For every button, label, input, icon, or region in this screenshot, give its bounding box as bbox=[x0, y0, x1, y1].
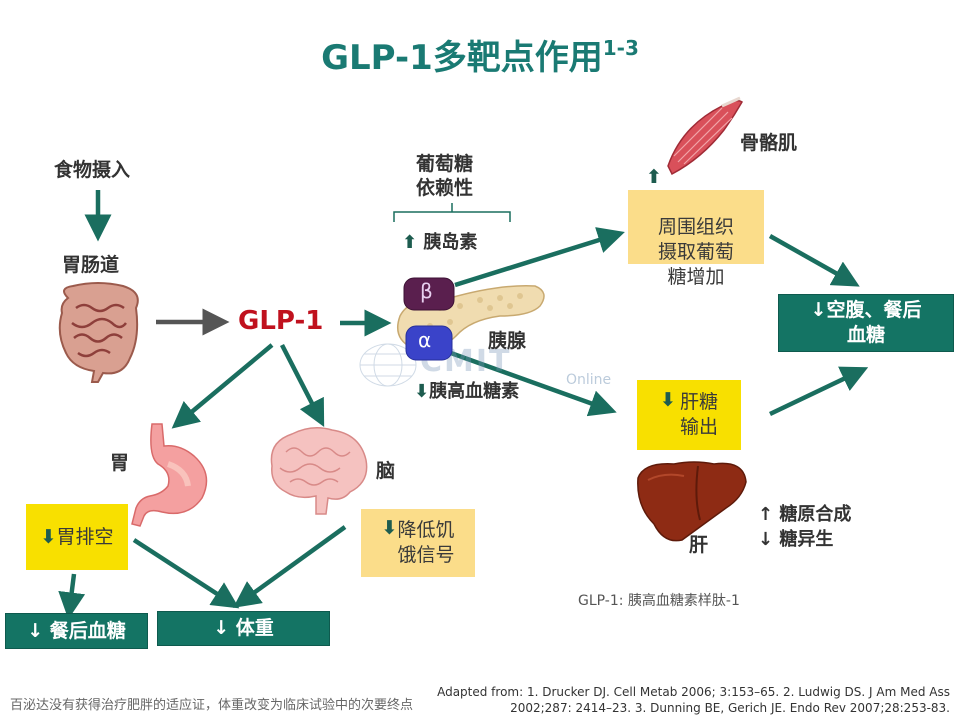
label-glycogen: 糖原合成 bbox=[779, 504, 852, 525]
peripheral-uptake-text: 周围组织 摄取葡萄 糖增加 bbox=[657, 215, 734, 288]
appetite-signal-text: 降低饥 饿信号 bbox=[397, 519, 455, 566]
label-beta-cell: β bbox=[420, 279, 433, 303]
down-arrow-icon: ⬇ bbox=[381, 517, 398, 539]
glycogen-row: ↑ 糖原合成 bbox=[758, 500, 851, 526]
label-glp1: GLP-1 bbox=[238, 306, 324, 336]
muscle-icon bbox=[667, 96, 743, 176]
label-food-intake: 食物摄入 bbox=[54, 159, 131, 181]
down-arrow-icon: ⬇ bbox=[414, 381, 430, 402]
up-arrow-icon: ⬆ bbox=[645, 165, 662, 188]
gastric-emptying-text: 胃排空 bbox=[56, 525, 114, 548]
watermark-subtext: Online bbox=[566, 372, 612, 388]
label-stomach: 胃 bbox=[110, 452, 130, 474]
label-insulin: 胰岛素 bbox=[423, 232, 478, 253]
arrow-gastric-to-weight bbox=[132, 538, 240, 609]
label-brain: 脑 bbox=[376, 460, 396, 482]
hepatic-output-box: ⬇ 肝糖 输出 bbox=[637, 380, 741, 450]
label-liver: 肝 bbox=[689, 534, 709, 556]
glp1-definition-note: GLP-1: 胰高血糖素样肽-1 bbox=[578, 593, 740, 609]
arrow-peripheral-to-fasting bbox=[768, 234, 860, 287]
title-main: GLP-1多靶点作用 bbox=[321, 38, 603, 78]
label-skeletal-muscle: 骨骼肌 bbox=[740, 132, 798, 154]
label-glucagon: 胰高血糖素 bbox=[429, 381, 520, 402]
label-gut: 胃肠道 bbox=[62, 254, 120, 276]
title-superscript: 1-3 bbox=[602, 36, 639, 60]
gluconeo-row: ↓ 糖异生 bbox=[758, 525, 833, 551]
glucose-bracket bbox=[393, 203, 511, 222]
insulin-row: ⬆ 胰岛素 bbox=[402, 228, 477, 254]
gastric-emptying-box: ⬇胃排空 bbox=[26, 504, 128, 570]
weight-box: ↓ 体重 bbox=[157, 611, 330, 646]
arrow-appetite-to-weight bbox=[233, 525, 347, 608]
arrow-glp1-to-brain bbox=[279, 343, 325, 428]
stomach-icon bbox=[131, 423, 208, 527]
fasting-glucose-box: ↓空腹、餐后 血糖 bbox=[778, 294, 954, 352]
liver-icon bbox=[637, 461, 747, 542]
down-arrow-icon: ↓ bbox=[758, 529, 774, 550]
up-arrow-icon: ⬆ bbox=[402, 232, 418, 253]
label-alpha-cell: α bbox=[418, 328, 432, 352]
down-arrow-icon: ⬇ bbox=[660, 389, 676, 411]
arrow-pancreas-to-hepatic bbox=[447, 349, 617, 417]
page-title: GLP-1多靶点作用1-3 bbox=[0, 30, 960, 79]
arrow-pancreas-to-peripheral bbox=[454, 227, 625, 288]
hepatic-output-text: 肝糖 输出 bbox=[679, 391, 718, 438]
disclaimer-text: 百泌达没有获得治疗肥胖的适应证，体重改变为临床试验中的次要终点 bbox=[10, 698, 414, 713]
glucagon-row: ⬇胰高血糖素 bbox=[414, 377, 519, 403]
watermark-globe-icon bbox=[359, 343, 417, 387]
label-pancreas: 胰腺 bbox=[488, 330, 527, 352]
pancreas-icon bbox=[397, 277, 545, 361]
up-arrow-icon: ↑ bbox=[758, 504, 774, 525]
arrow-glp1-to-stomach bbox=[171, 343, 274, 429]
brain-icon bbox=[270, 427, 368, 515]
postprandial-glucose-box: ↓ 餐后血糖 bbox=[5, 613, 148, 649]
down-arrow-icon: ⬇ bbox=[40, 525, 57, 548]
reference-text: Adapted from: 1. Drucker DJ. Cell Metab … bbox=[437, 685, 950, 715]
appetite-signal-box: ⬇ 降低饥 饿信号 bbox=[361, 509, 475, 577]
label-gluconeogenesis: 糖异生 bbox=[779, 529, 834, 550]
arrow-gastric-to-postprandial bbox=[58, 573, 86, 620]
arrow-hepatic-to-fasting bbox=[769, 366, 869, 417]
label-glucose-dependent: 葡萄糖 依赖性 bbox=[416, 153, 474, 199]
peripheral-uptake-box: ⬆ 周围组织 摄取葡萄 糖增加 bbox=[628, 166, 764, 288]
intestine-icon bbox=[58, 282, 139, 383]
